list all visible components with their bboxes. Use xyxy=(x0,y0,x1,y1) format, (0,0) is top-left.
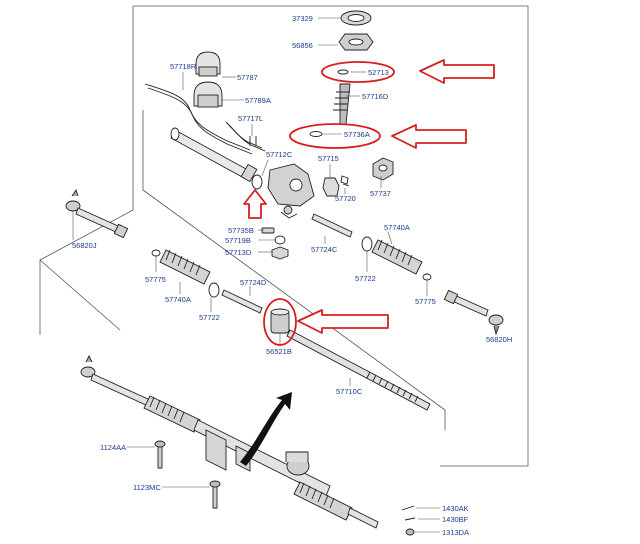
label-57720: 57720 xyxy=(335,194,356,203)
label-52713: 52713 xyxy=(368,68,389,77)
highlight-57736A xyxy=(289,123,381,149)
diagram-frame xyxy=(39,5,529,467)
label-57740a-left: 57740A xyxy=(165,295,191,304)
label-37329: 37329 xyxy=(292,14,313,23)
label-57736a: 57736A xyxy=(344,130,370,139)
yoke-group xyxy=(322,157,394,197)
rack-bar xyxy=(286,329,431,411)
label-1124aa: 1124AA xyxy=(100,443,126,452)
label-1430bf: 1430BF xyxy=(442,515,469,524)
label-1313da: 1313DA xyxy=(442,528,469,537)
pinion-valve-group xyxy=(309,10,374,137)
label-57775-right: 57775 xyxy=(415,297,436,306)
label-1123mc: 1123MC xyxy=(133,483,161,492)
label-57716d: 57716D xyxy=(362,92,389,101)
red-arrow-up xyxy=(243,189,267,219)
label-56820h: 56820H xyxy=(486,335,512,344)
mount-clamps xyxy=(193,51,223,108)
label-57722-right: 57722 xyxy=(355,274,376,283)
label-57712c: 57712C xyxy=(266,150,293,159)
part-labels: 37329 56856 52713 57716D 57718R 57787 57… xyxy=(72,14,512,537)
highlight-52713 xyxy=(321,61,395,83)
label-57717l: 57717L xyxy=(238,114,263,123)
label-57737: 57737 xyxy=(370,189,391,198)
label-57724d: 57724D xyxy=(240,278,267,287)
red-arrow-57736A xyxy=(391,124,467,149)
small-fittings xyxy=(261,227,289,260)
bushing-56521B xyxy=(270,308,290,334)
label-56856: 56856 xyxy=(292,41,313,50)
highlight-56521B xyxy=(263,298,297,346)
label-57710c: 57710C xyxy=(336,387,363,396)
label-57722-left: 57722 xyxy=(199,313,220,322)
label-57787: 57787 xyxy=(237,73,258,82)
red-arrow-56521B xyxy=(297,309,389,334)
assembly-arrow xyxy=(240,392,292,466)
label-57713d: 57713D xyxy=(225,248,252,257)
assembled-rack xyxy=(80,354,416,536)
right-tie-rod xyxy=(311,213,504,336)
label-1430ak: 1430AK xyxy=(442,504,469,513)
label-57735b: 57735B xyxy=(228,226,254,235)
label-57789a: 57789A xyxy=(245,96,271,105)
label-57718r: 57718R xyxy=(170,62,197,71)
label-57775-left: 57775 xyxy=(145,275,166,284)
red-arrow-52713 xyxy=(419,59,495,84)
hydraulic-lines xyxy=(144,83,266,155)
label-57715: 57715 xyxy=(318,154,339,163)
label-57724c: 57724C xyxy=(311,245,338,254)
label-56521b: 56521B xyxy=(266,347,292,356)
rack-housing xyxy=(170,127,315,219)
label-57740a-right: 57740A xyxy=(384,223,410,232)
left-tie-rod xyxy=(65,188,263,314)
leader-lines xyxy=(72,17,497,533)
label-57719b: 57719B xyxy=(225,236,251,245)
label-56820j: 56820J xyxy=(72,241,97,250)
